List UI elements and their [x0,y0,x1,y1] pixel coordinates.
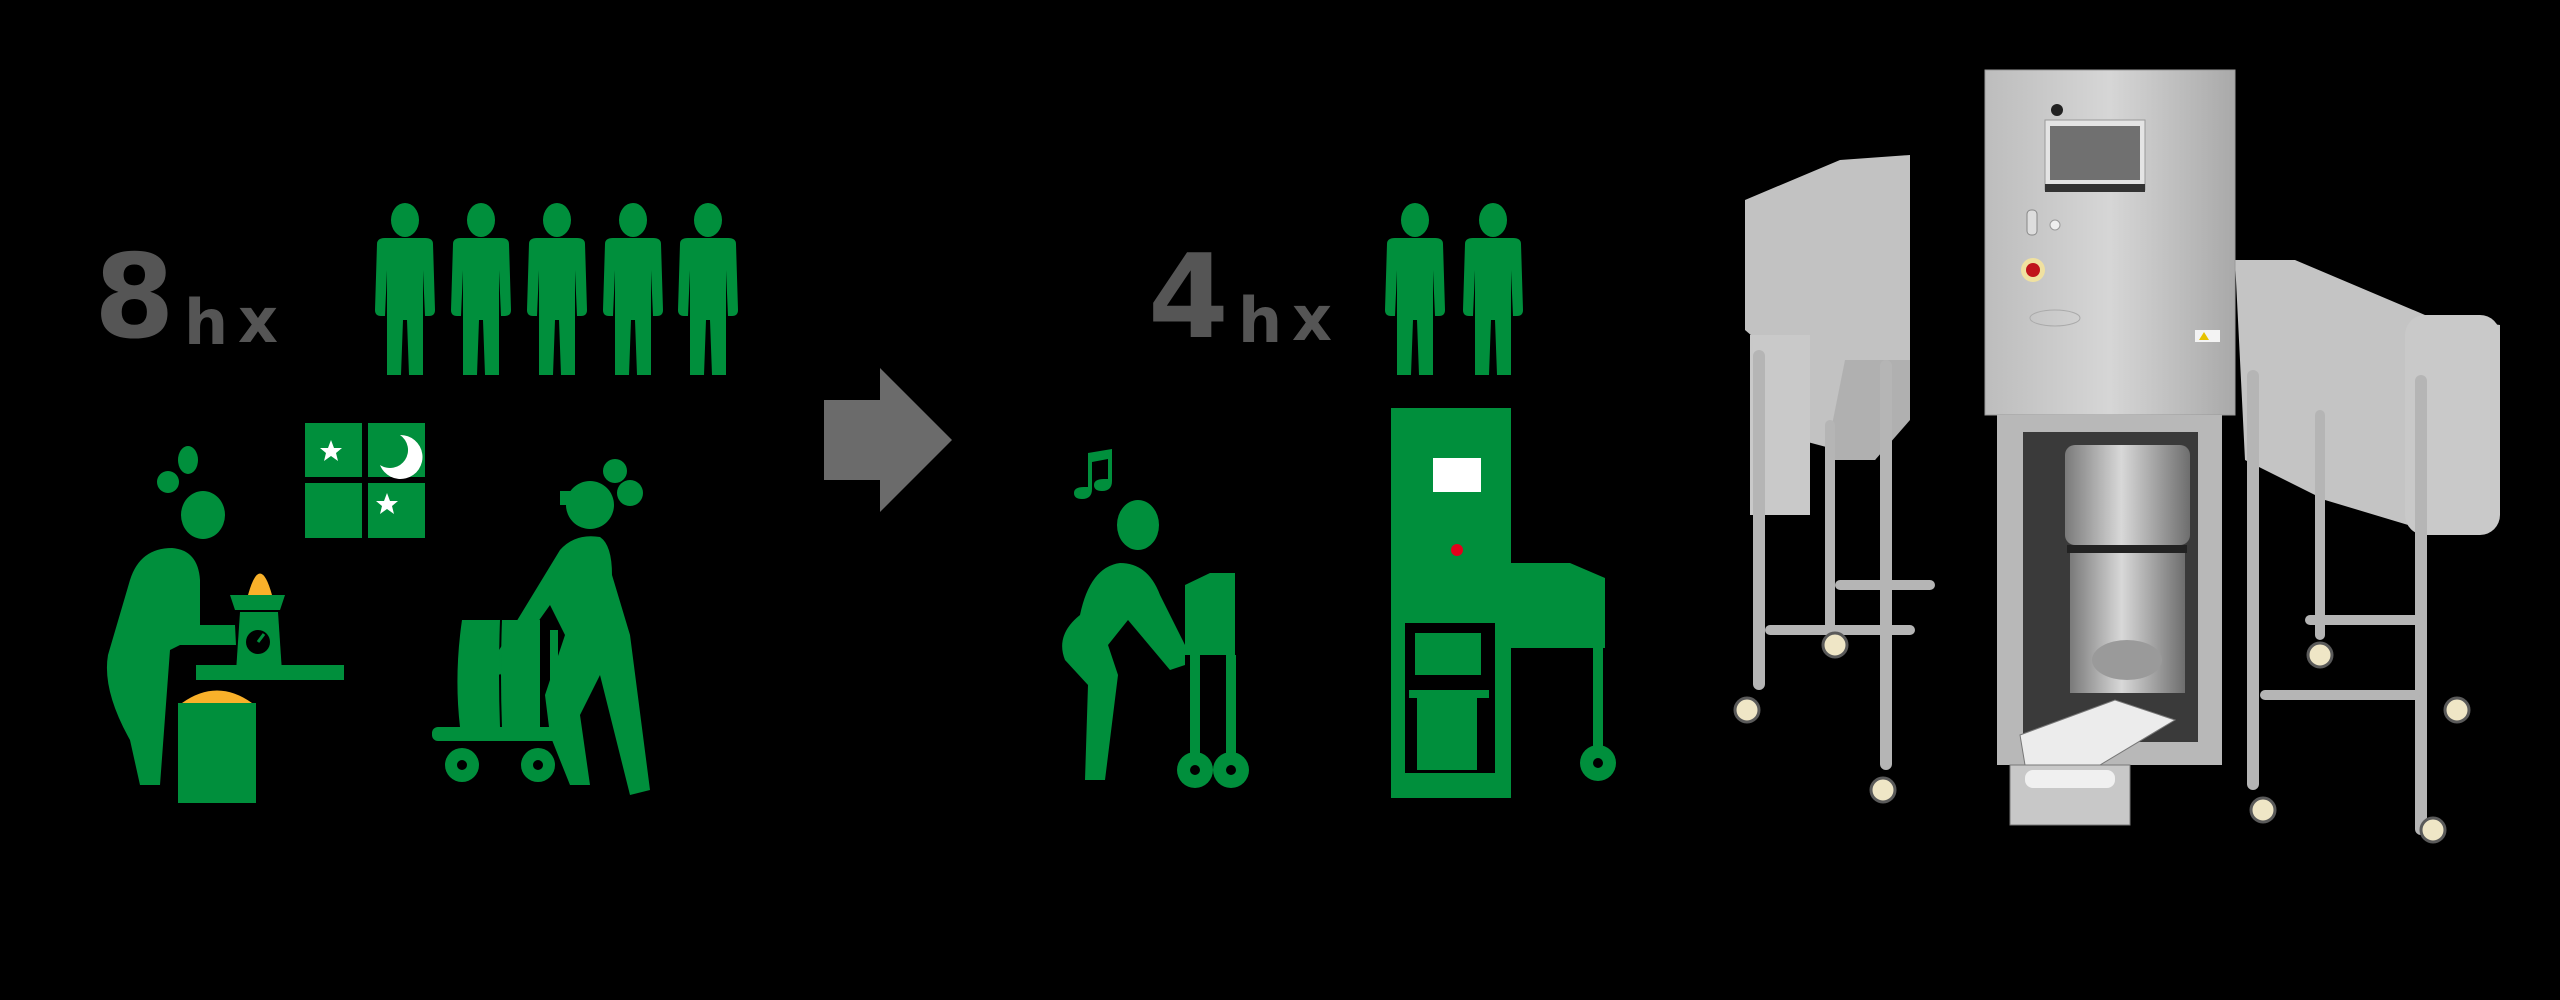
screen [1433,458,1481,492]
castor-wheel [1869,776,1897,804]
castor-wheel [2419,816,2447,844]
after-hours: 4 [1148,230,1229,365]
before-times-sign: x [238,284,278,357]
worker-weighing-icon [106,446,344,803]
right-arrow-icon [824,368,952,512]
castor-wheel [2443,696,2471,724]
night-window-icon [305,423,425,538]
castor-wheel [2249,796,2277,824]
worker-relaxed-icon [1062,449,1249,788]
before-hours: 8 [94,230,175,365]
castor-wheel [2306,641,2334,669]
worker-pushing-cart-icon [432,459,650,795]
before-workers-icon [375,203,738,375]
castor-wheel [1733,696,1761,724]
music-note-icon [1074,449,1112,499]
product-machine-photo [1733,69,2500,844]
machine-pictogram-icon [1391,408,1616,798]
after-workers-icon [1385,203,1523,375]
after-hours-unit: h [1238,284,1283,357]
after-times-sign: x [1292,282,1332,355]
star-icon [376,493,398,514]
stop-button [1451,544,1463,556]
star-icon [320,440,342,461]
castor-wheel [1821,631,1849,659]
before-hours-unit: h [184,286,229,359]
crescent-moon-icon [380,434,423,479]
